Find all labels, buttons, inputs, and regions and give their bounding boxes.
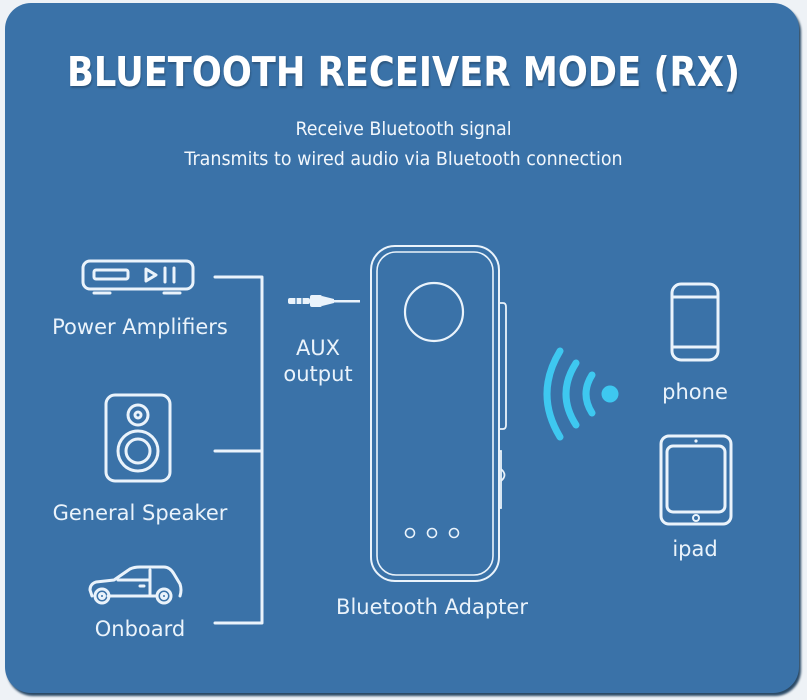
adapter-label: Bluetooth Adapter bbox=[336, 595, 528, 619]
diagram-card bbox=[5, 3, 799, 693]
phone-icon bbox=[670, 282, 720, 362]
aux-plug-icon bbox=[288, 295, 360, 307]
bluetooth-adapter-icon bbox=[370, 245, 507, 582]
output-label-onboard: Onboard bbox=[94, 617, 186, 641]
speaker-icon bbox=[104, 393, 172, 483]
output-label-power-amplifiers: Power Amplifiers bbox=[52, 315, 228, 339]
output-label-general-speaker: General Speaker bbox=[52, 501, 228, 525]
car-icon bbox=[88, 565, 183, 605]
wireless-signal-icon bbox=[543, 347, 619, 441]
page-title: BLUETOOTH RECEIVER MODE (RX) bbox=[66, 48, 741, 96]
subtitle-line-1: Receive Bluetooth signal bbox=[295, 118, 512, 140]
aux-label-line-2: output bbox=[283, 362, 353, 386]
connector-lines bbox=[213, 275, 264, 625]
power-amplifier-icon bbox=[81, 259, 195, 295]
tablet-icon bbox=[659, 434, 733, 526]
aux-label-line-1: AUX bbox=[295, 336, 341, 360]
source-label-ipad: ipad bbox=[672, 537, 718, 561]
subtitle-line-2: Transmits to wired audio via Bluetooth c… bbox=[184, 148, 623, 170]
source-label-phone: phone bbox=[662, 380, 728, 404]
